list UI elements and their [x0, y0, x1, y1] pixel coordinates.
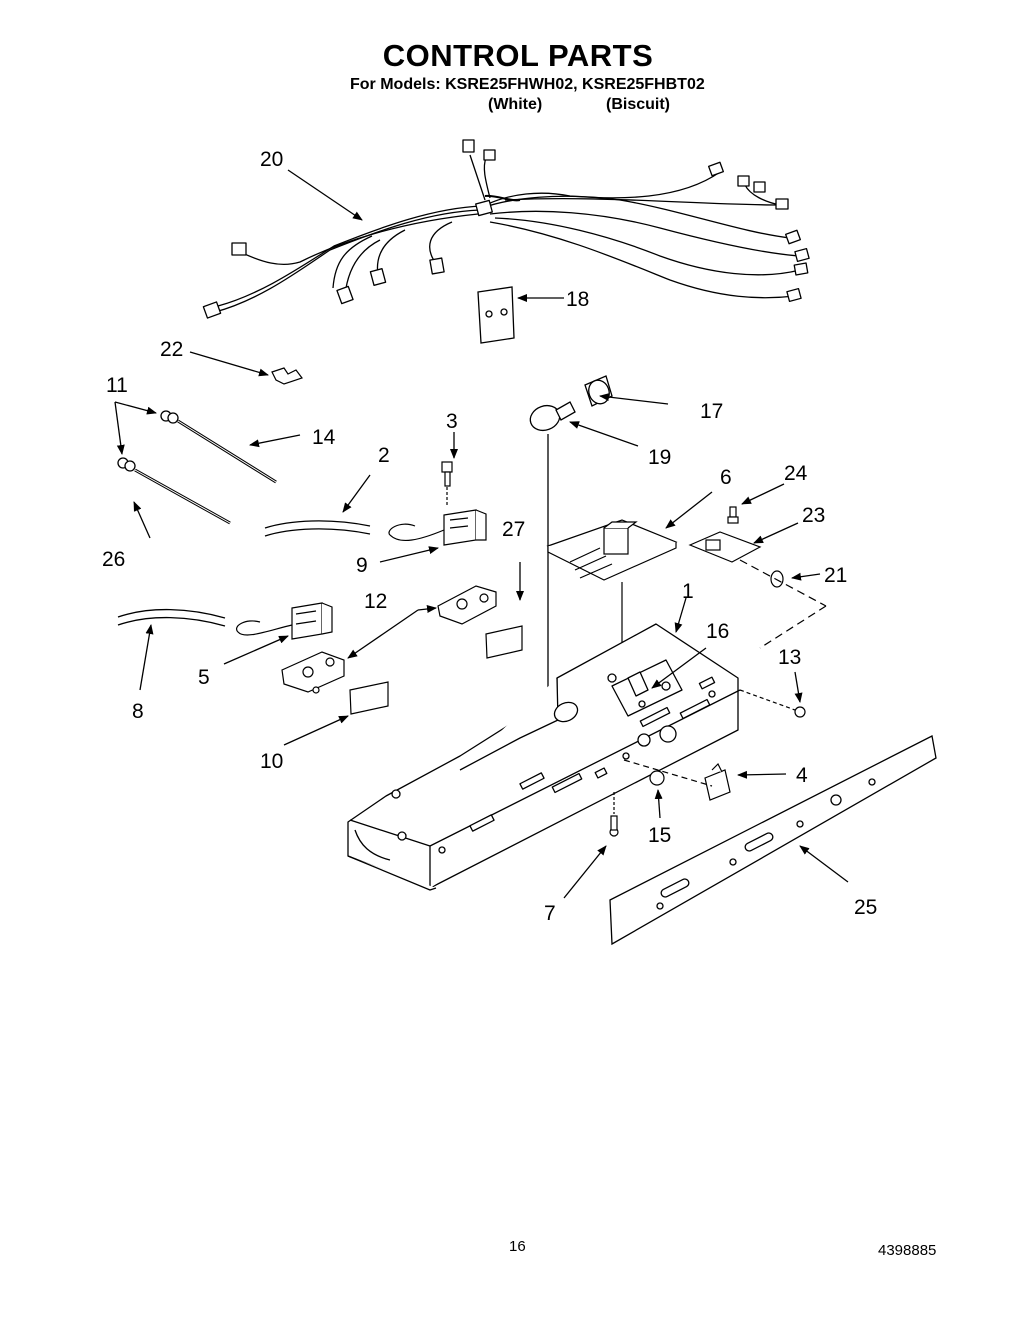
callout-13: 13	[778, 646, 801, 669]
callout-15: 15	[648, 824, 671, 847]
callout-5: 5	[198, 666, 210, 689]
callout-numbers: 1 2 3 4 5 6 7 8 9 10 11 12 13 14 15 16 1…	[102, 148, 877, 925]
callout-14: 14	[312, 426, 336, 449]
part-22-clip	[271, 367, 303, 385]
part-12-brackets	[281, 585, 497, 694]
callout-3: 3	[446, 410, 458, 433]
part-25-panel	[609, 735, 937, 946]
callout-20: 20	[260, 148, 283, 171]
part-5-switch	[236, 602, 333, 640]
part-27-label	[485, 625, 523, 659]
wiring-harness	[202, 139, 810, 319]
callout-19: 19	[648, 446, 671, 469]
callout-11: 11	[106, 374, 128, 397]
part-18-pad	[477, 286, 515, 344]
callout-8: 8	[132, 700, 144, 723]
variant-biscuit: (Biscuit)	[606, 96, 670, 113]
page-title: CONTROL PARTS	[382, 38, 654, 73]
callout-21: 21	[824, 564, 847, 587]
part-23-pcb	[688, 506, 827, 649]
tubes	[117, 520, 371, 627]
callout-1: 1	[682, 580, 694, 603]
callout-25: 25	[854, 896, 877, 919]
callout-17: 17	[700, 400, 723, 423]
part-9-switch	[388, 461, 487, 546]
callout-22: 22	[160, 338, 183, 361]
small-hardware	[609, 689, 806, 837]
callout-4: 4	[796, 764, 808, 787]
callout-6: 6	[720, 466, 732, 489]
callout-7: 7	[544, 902, 556, 925]
variant-white: (White)	[488, 96, 543, 113]
callout-18: 18	[566, 288, 589, 311]
callout-24: 24	[784, 462, 808, 485]
callout-26: 26	[102, 548, 125, 571]
callout-12: 12	[364, 590, 387, 613]
callout-10: 10	[260, 750, 283, 773]
callout-23: 23	[802, 504, 825, 527]
part-10-label	[349, 681, 389, 715]
callout-9: 9	[356, 554, 368, 577]
part-11-14-26	[117, 410, 277, 525]
part-number: 4398885	[878, 1242, 937, 1259]
leader-lines	[114, 169, 849, 899]
callout-2: 2	[378, 444, 390, 467]
callout-16: 16	[706, 620, 729, 643]
callout-27: 27	[502, 518, 525, 541]
part-1-housing	[347, 623, 741, 891]
page-number: 16	[509, 1238, 526, 1255]
models-line: For Models: KSRE25FHWH02, KSRE25FHBT02	[350, 76, 705, 93]
